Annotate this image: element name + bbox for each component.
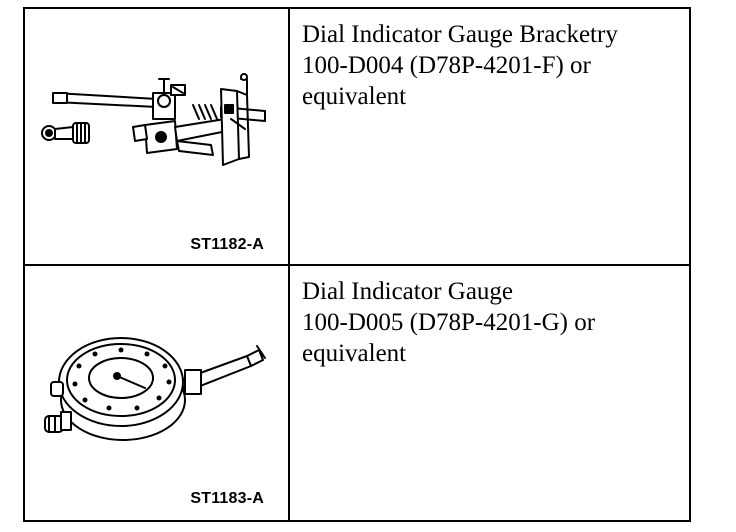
tool-equivalent-line: equivalent xyxy=(302,340,407,367)
figure-caption: ST1183-A xyxy=(190,490,264,507)
figure-caption: ST1182-A xyxy=(190,236,264,253)
tool-equivalent-line: equivalent xyxy=(302,83,407,110)
special-tools-table: ST1182-A Dial Indicator Gauge Bracketry … xyxy=(23,7,691,522)
dial-indicator-gauge-illustration xyxy=(44,337,266,441)
tool-row: ST1182-A Dial Indicator Gauge Bracketry … xyxy=(25,9,689,266)
tool-description-cell: Dial Indicator Gauge Bracketry 100-D004 … xyxy=(290,9,689,264)
tool-description-cell: Dial Indicator Gauge 100-D005 (D78P-4201… xyxy=(290,266,689,520)
dial-indicator-bracket-illustration xyxy=(41,73,266,166)
tool-name-line: Dial Indicator Gauge xyxy=(302,278,514,305)
tool-number-line: 100-D005 (D78P-4201-G) or xyxy=(302,309,596,336)
tool-number-line: 100-D004 (D78P-4201-F) or xyxy=(302,52,591,79)
tool-row: ST1183-A Dial Indicator Gauge 100-D005 (… xyxy=(25,266,689,520)
tool-illustration-cell: ST1182-A xyxy=(25,9,290,264)
tool-illustration-cell: ST1183-A xyxy=(25,266,290,520)
tool-name-line: Dial Indicator Gauge Bracketry xyxy=(302,21,618,48)
